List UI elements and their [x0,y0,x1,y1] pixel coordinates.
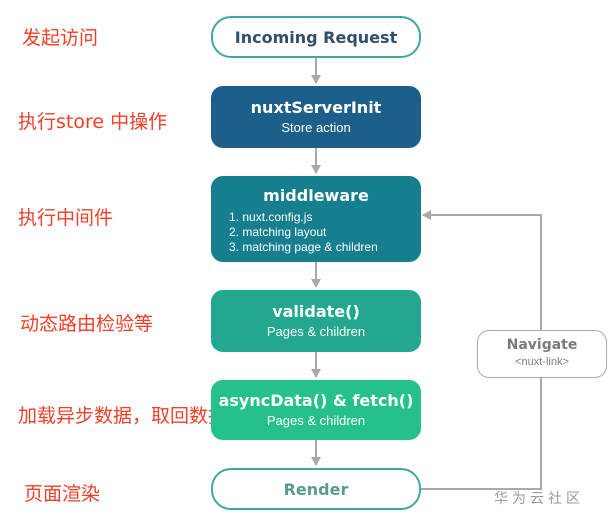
label-middleware: 执行中间件 [18,207,114,229]
label-render: 页面渲染 [24,483,101,505]
middleware-item: 3. matching page & children [229,240,378,254]
node-server-init-subtitle: Store action [281,120,351,135]
node-server-init-title: nuxtServerInit [250,98,382,117]
label-asyncdata: 加载异步数据，取回数据 [18,405,228,427]
node-validate-title: validate() [272,302,360,321]
middleware-item: 1. nuxt.config.js [229,210,313,224]
middleware-list: 1. nuxt.config.js 2. matching layout 3. … [229,210,421,255]
label-store: 执行store 中操作 [18,111,168,133]
node-incoming-request: Incoming Request [211,16,421,58]
label-validate: 动态路由检验等 [20,313,154,335]
node-server-init: nuxtServerInit Store action [211,86,421,148]
watermark-text: 华为云社区 [494,491,584,507]
navigate-box: Navigate <nuxt-link> [477,330,607,378]
node-render: Render [211,468,421,510]
label-incoming: 发起访问 [22,27,99,49]
middleware-item: 2. matching layout [229,225,327,239]
node-asyncdata-fetch: asyncData() & fetch() Pages & children [211,380,421,440]
node-middleware: middleware 1. nuxt.config.js 2. matching… [211,176,421,262]
node-validate-subtitle: Pages & children [266,324,366,339]
navigate-subtitle: <nuxt-link> [515,356,569,368]
node-validate: validate() Pages & children [211,290,421,352]
navigate-title: Navigate [506,337,578,353]
node-asyncdata-title: asyncData() & fetch() [218,391,414,410]
node-asyncdata-subtitle: Pages & children [266,413,366,428]
node-incoming-title: Incoming Request [234,28,398,47]
node-middleware-title: middleware [263,186,369,205]
node-render-title: Render [283,480,349,499]
